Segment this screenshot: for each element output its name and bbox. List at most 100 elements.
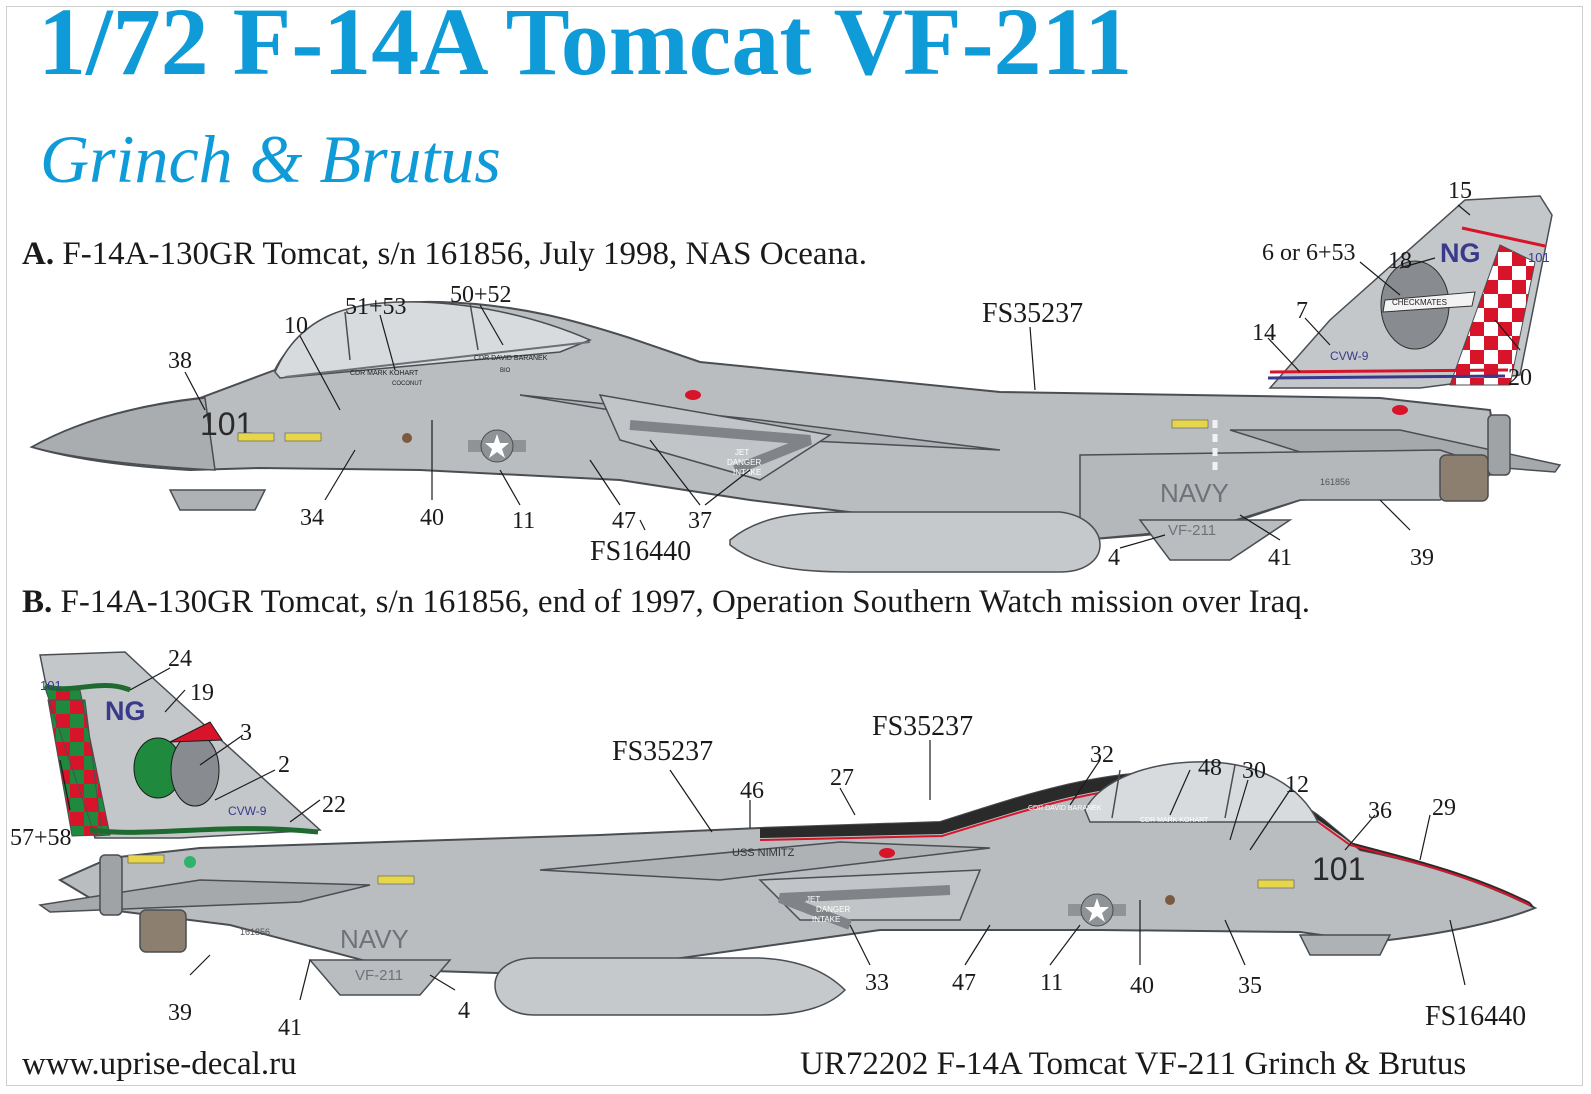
footer-product-code: UR72202 F-14A Tomcat VF-211 Grinch & Bru… <box>800 1046 1467 1082</box>
callout-b-19: 19 <box>190 680 214 706</box>
profile-b-emblem-hat <box>169 721 223 743</box>
profile-a-exhaust <box>1439 454 1489 502</box>
profile-a-nacelle <box>1079 449 1502 541</box>
callout-a-51plus53: 51+53 <box>345 294 407 320</box>
profile-a-stencil-yellow-2 <box>284 432 322 442</box>
profile-a-drop-tank <box>729 511 1101 573</box>
profile-a-pilot-name: CDR MARK KOHART <box>350 370 419 377</box>
callout-b-33: 33 <box>865 970 889 996</box>
profile-b-national-insignia <box>1068 893 1126 927</box>
profile-a-tail-checkers <box>1449 244 1536 386</box>
callout-b-57plus58: 57+58 <box>10 825 72 851</box>
callout-a-50plus52: 50+52 <box>450 282 512 308</box>
profile-b-intake-chevron <box>778 885 951 930</box>
callout-b-22: 22 <box>322 792 346 818</box>
profile-a-intake-danger: DANGER <box>727 458 761 467</box>
profile-a-national-insignia <box>468 429 526 463</box>
page-title: 1/72 F-14A Tomcat VF-211 <box>38 0 1133 95</box>
footer-website[interactable]: www.uprise-decal.ru <box>22 1046 297 1082</box>
callout-b-29: 29 <box>1432 795 1456 821</box>
profile-a-tail-stripe-red <box>1269 368 1509 374</box>
profile-a-navy: NAVY <box>1160 478 1229 508</box>
callout-b-48: 48 <box>1198 755 1222 781</box>
profile-b-letter: B. <box>22 584 53 620</box>
profile-b-tail-modex: 101 <box>40 678 62 693</box>
profile-b-intake-intake: INTAKE <box>812 915 840 924</box>
profile-b-exhaust-ring <box>99 854 123 916</box>
profile-b-callouts: 24 19 3 2 22 57+58 FS35237 46 FS35237 27… <box>10 646 1526 1041</box>
profile-a-canopy <box>274 301 592 379</box>
callout-b-24: 24 <box>168 646 192 672</box>
callout-b-39: 39 <box>168 1000 192 1026</box>
profile-a-tail-top-stripe <box>1461 226 1546 248</box>
profile-b-ship-name: USS NIMITZ <box>732 847 795 859</box>
profile-b-serial: 161856 <box>240 927 270 937</box>
profile-b-wing <box>539 841 991 881</box>
profile-a-exhaust-ring <box>1487 414 1511 476</box>
profile-a-serial: 161856 <box>1320 477 1350 487</box>
profile-b-light-2 <box>1165 895 1175 905</box>
callout-b-36: 36 <box>1368 798 1392 824</box>
callout-a-fs35237: FS35237 <box>982 298 1083 329</box>
callout-b-fs16440: FS16440 <box>1425 1001 1526 1032</box>
callout-a-39: 39 <box>1410 545 1434 571</box>
callout-b-4: 4 <box>458 998 470 1024</box>
callout-a-40: 40 <box>420 505 444 531</box>
callout-b-40: 40 <box>1130 973 1154 999</box>
profile-b-nose-pod <box>1298 934 1392 956</box>
profile-a-intake-chevron <box>629 420 812 475</box>
profile-b-modex: 101 <box>1312 851 1365 887</box>
page-frame <box>6 6 1583 1086</box>
profile-b-stencil-yellow-3 <box>127 854 165 864</box>
callout-a-15: 15 <box>1448 178 1472 204</box>
profile-a-caption: A. F-14A-130GR Tomcat, s/n 161856, July … <box>22 238 867 271</box>
profile-a-emblem-text: CHECKMATES <box>1392 298 1447 307</box>
callout-b-27: 27 <box>830 765 854 791</box>
profile-b-ventral-fin <box>308 959 452 996</box>
profile-a-cockpit-rail <box>284 341 591 378</box>
profile-a-tail-code: NG <box>1440 238 1481 268</box>
profile-b-air-wing: CVW-9 <box>228 804 267 818</box>
profile-a-intake-jet: JET <box>735 448 749 457</box>
callout-b-41: 41 <box>278 1015 302 1041</box>
profile-a-caption-text: F-14A-130GR Tomcat, s/n 161856, July 199… <box>54 236 867 272</box>
callout-a-14: 14 <box>1252 320 1276 346</box>
profile-a-stencil-yellow-1 <box>237 432 275 442</box>
profile-a-aircraft: CHECKMATES NG 101 CVW-9 JET DANGER INTAK… <box>29 195 1562 573</box>
profile-a-rio-callsign: BIO <box>500 368 511 374</box>
callout-b-2: 2 <box>278 752 290 778</box>
callout-b-11: 11 <box>1040 970 1063 996</box>
profile-a-squadron: VF-211 <box>1168 522 1216 539</box>
profile-b-drop-tank <box>494 957 847 1016</box>
profile-b-stencil-yellow-2 <box>1257 879 1295 889</box>
callout-b-12: 12 <box>1285 772 1309 798</box>
profile-a-letter: A. <box>22 236 55 272</box>
profile-a-rio-name: CDR DAVID BARANEK <box>474 355 548 362</box>
page-subtitle: Grinch & Brutus <box>40 121 501 197</box>
callout-a-fs16440: FS16440 <box>590 536 691 567</box>
profile-b-tail-code: NG <box>105 696 146 726</box>
callout-a-20: 20 <box>1508 365 1532 391</box>
profile-a-radome <box>30 397 216 471</box>
profile-a-tail-modex: 101 <box>1528 250 1550 265</box>
profile-a-nose-pod <box>168 489 267 511</box>
callout-a-11: 11 <box>512 508 535 534</box>
profile-b-canopy <box>1084 761 1320 823</box>
callout-b-fs35237-right: FS35237 <box>872 711 973 742</box>
callout-a-7: 7 <box>1296 298 1308 324</box>
profile-a-callouts: 15 18 6 or 6+53 7 14 20 FS35237 50+52 51… <box>168 178 1532 571</box>
callout-b-fs35237-left: FS35237 <box>612 736 713 767</box>
profile-a-light-2 <box>1392 405 1408 415</box>
profile-a-pilot-callsign: COCONUT <box>392 381 423 387</box>
profile-a-light-1 <box>685 390 701 400</box>
callout-b-32: 32 <box>1090 742 1114 768</box>
profile-b-caption-text: F-14A-130GR Tomcat, s/n 161856, end of 1… <box>52 584 1310 620</box>
profile-b-aircraft: NG 101 CVW-9 JET DANGER INTAKE <box>38 651 1538 1016</box>
profile-b-caption: B. F-14A-130GR Tomcat, s/n 161856, end o… <box>22 586 1310 619</box>
profile-b-tail-garland-bottom <box>89 826 319 835</box>
profile-a-stencil-yellow-3 <box>1171 419 1209 429</box>
profile-b-pilot-name: CDR MARK KOHART <box>1140 817 1209 824</box>
profile-b-navy: NAVY <box>340 924 409 954</box>
